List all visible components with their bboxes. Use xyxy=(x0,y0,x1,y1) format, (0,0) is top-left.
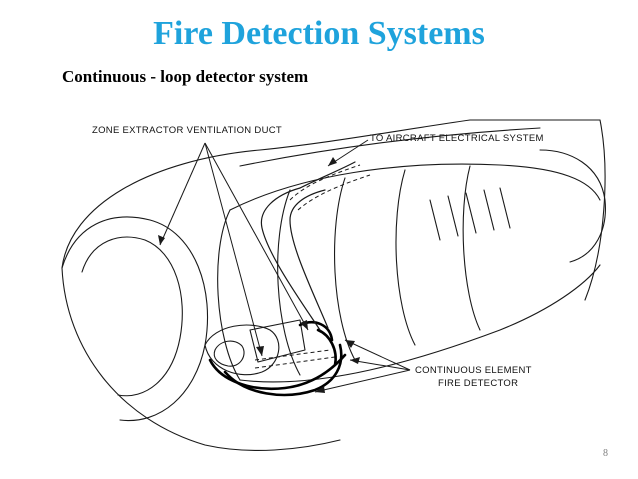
label-continuous-element: CONTINUOUS ELEMENT xyxy=(415,365,532,376)
nacelle-upper-outline xyxy=(61,119,601,269)
arrow-duct-2 xyxy=(256,346,264,356)
leader-element-2 xyxy=(314,369,411,393)
arrow-element-3 xyxy=(345,340,355,348)
engine-core-ring-3 xyxy=(395,169,416,346)
engine-core-ring-4 xyxy=(462,165,481,331)
arrow-element-2 xyxy=(315,386,325,393)
engine-core-top xyxy=(229,163,601,211)
page-number: 8 xyxy=(603,448,608,459)
intake-inner xyxy=(81,236,183,397)
arrow-element-1 xyxy=(350,357,360,364)
engine-core-bottom xyxy=(239,264,601,383)
label-zone-extractor-duct: ZONE EXTRACTOR VENTILATION DUCT xyxy=(92,125,282,136)
nacelle-lower-outline xyxy=(61,267,341,451)
arrow-electrical xyxy=(328,157,337,166)
engine-core-front xyxy=(217,209,241,381)
casing-fin-1 xyxy=(429,199,441,241)
leader-duct-1 xyxy=(159,142,206,246)
leader-element-3 xyxy=(344,339,411,371)
intake-lip xyxy=(61,216,209,422)
casing-fin-5 xyxy=(499,187,511,229)
cowl-rear-edge xyxy=(584,119,606,301)
arrow-duct-1 xyxy=(158,235,165,245)
engine-core-ring-2 xyxy=(334,177,356,361)
casing-fin-2 xyxy=(447,195,459,237)
callout-arrowheads xyxy=(158,157,360,393)
arrow-duct-3 xyxy=(300,320,308,330)
ventilation-duct-lines xyxy=(254,164,371,369)
casing-fin-4 xyxy=(483,189,495,231)
casing-fin-3 xyxy=(465,192,477,234)
callout-leaders xyxy=(159,139,411,393)
label-fire-detector: FIRE DETECTOR xyxy=(438,378,518,389)
accessory-unit xyxy=(249,319,306,363)
engine-core-ring-1 xyxy=(277,189,301,376)
detector-wiring xyxy=(260,161,356,331)
slide-title: Fire Detection Systems xyxy=(153,15,485,52)
label-aircraft-electrical: TO AIRCRAFT ELECTRICAL SYSTEM xyxy=(370,133,544,144)
leader-duct-2 xyxy=(204,142,263,357)
leader-duct-3 xyxy=(204,142,309,331)
slide-subtitle: Continuous - loop detector system xyxy=(62,67,309,86)
pump-body xyxy=(213,340,245,367)
leader-element-1 xyxy=(349,359,411,371)
exhaust-cone xyxy=(539,149,606,263)
accessory-gearbox xyxy=(204,324,280,376)
nacelle-top-line xyxy=(239,127,541,167)
